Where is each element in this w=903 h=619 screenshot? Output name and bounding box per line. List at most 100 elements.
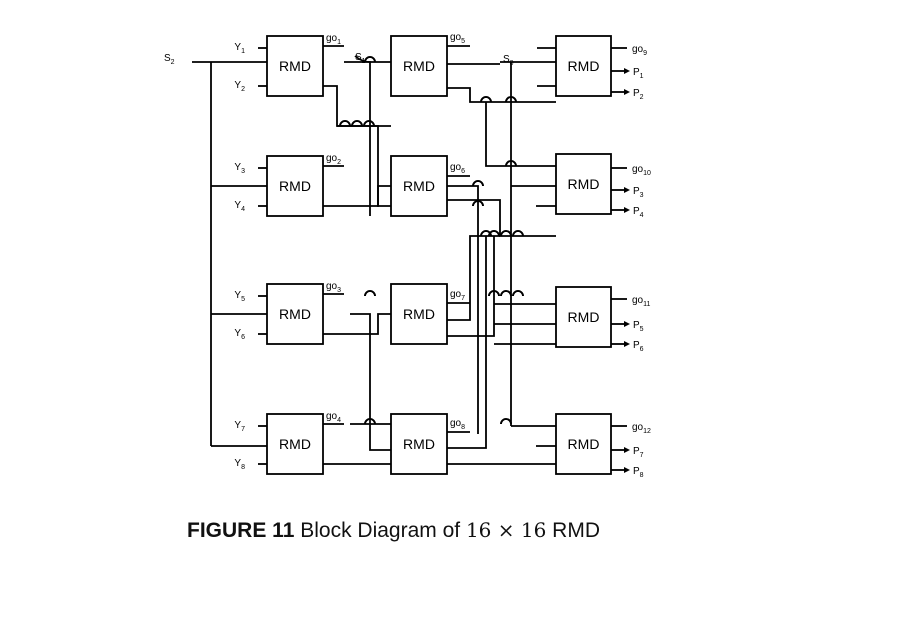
rmd-block-label: RMD [403, 178, 435, 194]
rmd-block-label: RMD [403, 58, 435, 74]
input-label: Y4 [234, 200, 245, 213]
rmd-block-label: RMD [279, 436, 311, 452]
rmd-block-label: RMD [403, 306, 435, 322]
caption-text: Block Diagram of [300, 519, 461, 542]
wire-col3-top-in [537, 47, 556, 87]
wire-s1-drop [354, 55, 371, 216]
rmd-block-box [390, 35, 448, 97]
go-output-label: go12 [632, 422, 651, 435]
rmd-block-box [266, 155, 324, 217]
wire-row4-up [447, 236, 487, 449]
rmd-block: RMD [266, 35, 324, 97]
crossover-bump [500, 230, 512, 237]
output-label: P5 [633, 320, 644, 333]
rmd-block: RMD [555, 413, 612, 475]
crossover-bump [339, 120, 351, 127]
input-label: Y8 [234, 458, 245, 471]
output-arrow [624, 447, 630, 453]
rmd-block-box [390, 155, 448, 217]
output-label: P6 [633, 340, 644, 353]
input-label: Y3 [234, 162, 245, 175]
output-arrow [624, 187, 630, 193]
crossover-bump [364, 418, 376, 425]
output-arrow [624, 467, 630, 473]
rmd-block-box [390, 413, 448, 475]
crossover-bump [364, 290, 376, 297]
wire-bridge-1 [485, 102, 556, 167]
rmd-block-diagram: RMD RMD RMD RMD RMD RMD RMD RMD RMD RMD RMD RMD S2Y… [164, 32, 651, 479]
rmd-block-box [266, 413, 324, 475]
go-label: go4 [326, 411, 341, 424]
output-label: P7 [633, 446, 644, 459]
caption-suffix: RMD [552, 519, 600, 542]
crossover-bump [512, 230, 524, 237]
wire-row2-a [323, 185, 391, 207]
rmd-block: RMD [390, 35, 448, 97]
rmd-block-box [555, 413, 612, 475]
go-label: go5 [450, 32, 465, 45]
crossover-bump [505, 160, 517, 167]
go-label: go8 [450, 418, 465, 431]
go-output-label: go10 [632, 164, 651, 177]
wire-row2-vertical [447, 185, 479, 434]
crossover-bump [505, 96, 517, 103]
rmd-block-label: RMD [279, 306, 311, 322]
rmd-block-label: RMD [403, 436, 435, 452]
crossover-bump [488, 290, 500, 297]
output-label: P1 [633, 67, 644, 80]
go-label: go7 [450, 289, 465, 302]
rmd-block-box [555, 153, 612, 215]
input-label: Y5 [234, 290, 245, 303]
rmd-block-label: RMD [279, 58, 311, 74]
output-label: P4 [633, 206, 644, 219]
go-output-label: go11 [632, 295, 650, 308]
rmd-blocks: RMD RMD RMD RMD RMD RMD RMD RMD RMD RMD RMD RMD [266, 35, 612, 475]
go-label: go6 [450, 162, 465, 175]
select-bus-taps [211, 185, 267, 447]
input-label: Y1 [234, 42, 245, 55]
input-label: Y2 [234, 80, 245, 93]
figure-number: FIGURE 11 [187, 519, 295, 542]
rmd-block: RMD [266, 413, 324, 475]
s1-label: S1 [355, 52, 366, 65]
go-output-label: go9 [632, 44, 647, 57]
output-arrow [624, 321, 630, 327]
wire-row1-down [323, 85, 391, 127]
wire-row3-up [447, 235, 500, 321]
crossover-bump [472, 200, 484, 207]
input-label: Y6 [234, 328, 245, 341]
wire-col3-row2-in [511, 185, 556, 207]
output-arrow [624, 341, 630, 347]
crossover-bump [364, 56, 376, 63]
go-label: go3 [326, 281, 341, 294]
crossover-bump [488, 230, 500, 237]
rmd-block-label: RMD [568, 176, 600, 192]
wire-col3-row3-in [494, 303, 556, 345]
rmd-block-label: RMD [279, 178, 311, 194]
rmd-block-box [266, 35, 324, 97]
rmd-block-box [266, 283, 324, 345]
output-label: P8 [633, 466, 644, 479]
rmd-block-box [555, 35, 612, 97]
wire-row3-a [323, 313, 391, 335]
rmd-block: RMD [390, 155, 448, 217]
rmd-block: RMD [555, 286, 612, 348]
rmd-block-label: RMD [568, 58, 600, 74]
crossover-bump [351, 120, 363, 127]
crossover-bump [500, 290, 512, 297]
go-label: go2 [326, 153, 341, 166]
wire-row1-lower [447, 87, 556, 103]
go-label: go1 [326, 33, 341, 46]
wire-row3-b [350, 313, 391, 451]
output-arrow [624, 207, 630, 213]
rmd-block-label: RMD [568, 309, 600, 325]
crossover-bump [480, 96, 492, 103]
output-label: P3 [633, 186, 644, 199]
crossover-bump [472, 180, 484, 187]
signal-labels: S2Y1Y2Y3Y4Y5Y6Y7Y8go1go2go3go4go5go6go7g… [164, 32, 651, 479]
rmd-block: RMD [266, 283, 324, 345]
rmd-block-box [555, 286, 612, 348]
wire-row3-right [447, 236, 495, 337]
s0-label: S0 [503, 54, 514, 67]
rmd-block: RMD [390, 283, 448, 345]
